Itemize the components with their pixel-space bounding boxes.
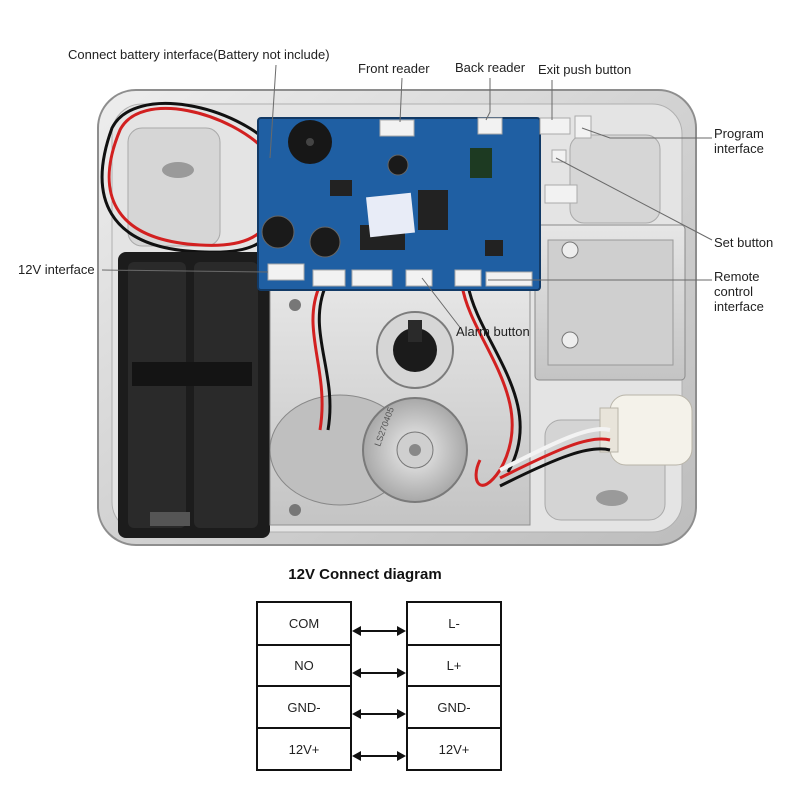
motor: LS270405 — [269, 394, 468, 506]
set-button-label: Set button — [714, 235, 774, 250]
front-reader-label: Front reader — [358, 61, 430, 76]
back-reader-label: Back reader — [455, 60, 526, 75]
left-cell-com: COM — [256, 601, 352, 646]
lock-photo: LS270405 — [97, 64, 713, 546]
alarm-button-label: Alarm button — [456, 324, 530, 339]
callout-lines — [101, 64, 713, 331]
double-arrow-icon — [352, 626, 406, 636]
right-cell-12v: 12V+ — [406, 727, 502, 771]
battery-holder — [118, 252, 270, 538]
battery-wires — [100, 101, 278, 254]
12v-interface-label: 12V interface — [18, 262, 95, 277]
right-cell-l-minus: L- — [406, 601, 502, 646]
right-cell-gnd: GND- — [406, 685, 502, 729]
control-board — [257, 115, 592, 291]
program-interface-label: Program interface — [714, 126, 764, 156]
left-cell-12v: 12V+ — [256, 727, 352, 771]
bolt-housing — [534, 224, 686, 381]
diagram-title: 12V Connect diagram — [288, 566, 442, 583]
double-arrow-icon — [352, 668, 406, 678]
double-arrow-icon — [352, 709, 406, 719]
exit-push-button-label: Exit push button — [538, 62, 632, 77]
double-arrow-icon — [352, 751, 406, 761]
motor-wires — [311, 284, 611, 488]
left-cell-gnd: GND- — [256, 685, 352, 729]
battery-interface-label: Connect battery interface(Battery not in… — [68, 47, 330, 62]
left-cell-no: NO — [256, 644, 352, 687]
remote-control-interface-label: Remote control interface — [714, 269, 764, 314]
right-cell-l-plus: L+ — [406, 644, 502, 687]
wire-connector — [599, 394, 693, 466]
